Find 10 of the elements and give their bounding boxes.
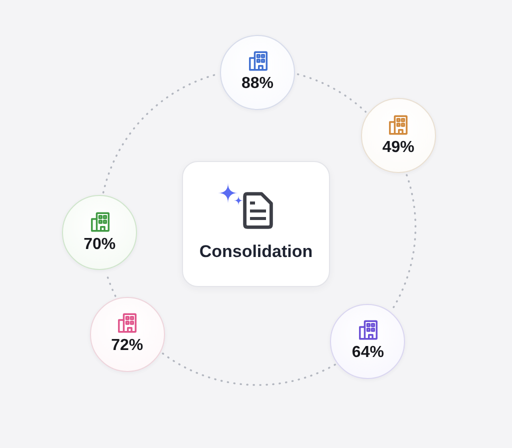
percentage-value: 70% bbox=[84, 234, 116, 254]
dotted-arc bbox=[391, 174, 416, 310]
percentage-value: 64% bbox=[352, 343, 384, 362]
dotted-arc bbox=[296, 73, 367, 113]
card-title: Consolidation bbox=[198, 242, 314, 262]
dotted-arc bbox=[162, 352, 336, 386]
percentage-value: 49% bbox=[382, 138, 414, 156]
summary-card bbox=[182, 161, 330, 287]
percentage-value: 88% bbox=[241, 74, 274, 93]
percentage-value: 72% bbox=[111, 336, 144, 356]
